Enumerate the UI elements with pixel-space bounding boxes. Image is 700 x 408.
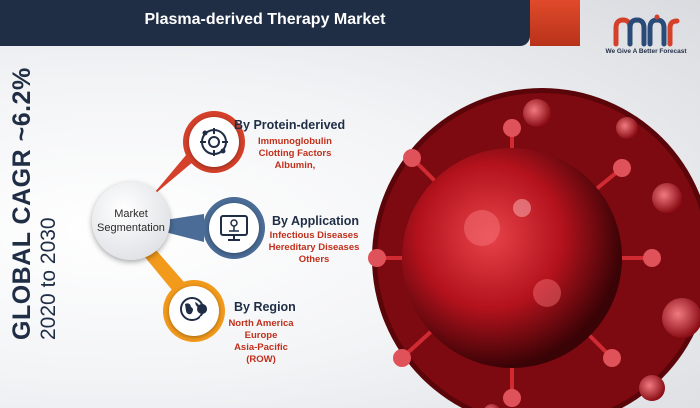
market-segmentation-circle: Market Segmentation xyxy=(92,182,170,260)
application-monitor-icon xyxy=(220,215,248,241)
list-item: Immunoglobulin xyxy=(258,136,332,147)
list-item: Asia-Pacific xyxy=(234,342,288,353)
segment-title-application: By Application xyxy=(272,214,360,228)
application-node xyxy=(209,203,259,253)
segment-list-protein: Immunoglobulin Clotting Factors Albumin, xyxy=(244,136,346,172)
virus-image xyxy=(368,88,700,408)
list-item: Europe xyxy=(244,330,278,341)
segment-list-application: Infectious Diseases Hereditary Diseases … xyxy=(262,230,366,266)
connector-region xyxy=(144,250,184,290)
connector-application xyxy=(165,214,204,242)
region-globe-icon xyxy=(180,297,208,321)
list-item: (ROW) xyxy=(246,354,276,365)
protein-node xyxy=(189,117,239,167)
list-item: Albumin, xyxy=(274,160,316,171)
page-title: Plasma-derived Therapy Market xyxy=(144,11,386,28)
center-label: Market Segmentation xyxy=(97,208,165,234)
list-item: Hereditary Diseases xyxy=(268,242,360,253)
region-node xyxy=(169,286,219,336)
segment-title-region: By Region xyxy=(234,300,296,314)
list-item: Infectious Diseases xyxy=(269,230,359,241)
list-item: North America xyxy=(228,318,294,329)
connector-protein xyxy=(150,148,200,198)
mmr-logo-icon xyxy=(613,14,680,47)
list-item: Others xyxy=(298,254,330,265)
title-accent xyxy=(530,0,580,46)
logo-tagline: We Give A Better Forecast xyxy=(605,48,687,55)
title-bar: Plasma-derived Therapy Market xyxy=(0,0,530,46)
list-item: Clotting Factors xyxy=(258,148,332,159)
logo: We Give A Better Forecast xyxy=(598,14,694,64)
protein-molecule-icon xyxy=(200,128,228,156)
segment-title-protein: By Protein-derived xyxy=(234,118,346,132)
segment-list-region: North America Europe Asia-Pacific (ROW) xyxy=(218,318,304,366)
